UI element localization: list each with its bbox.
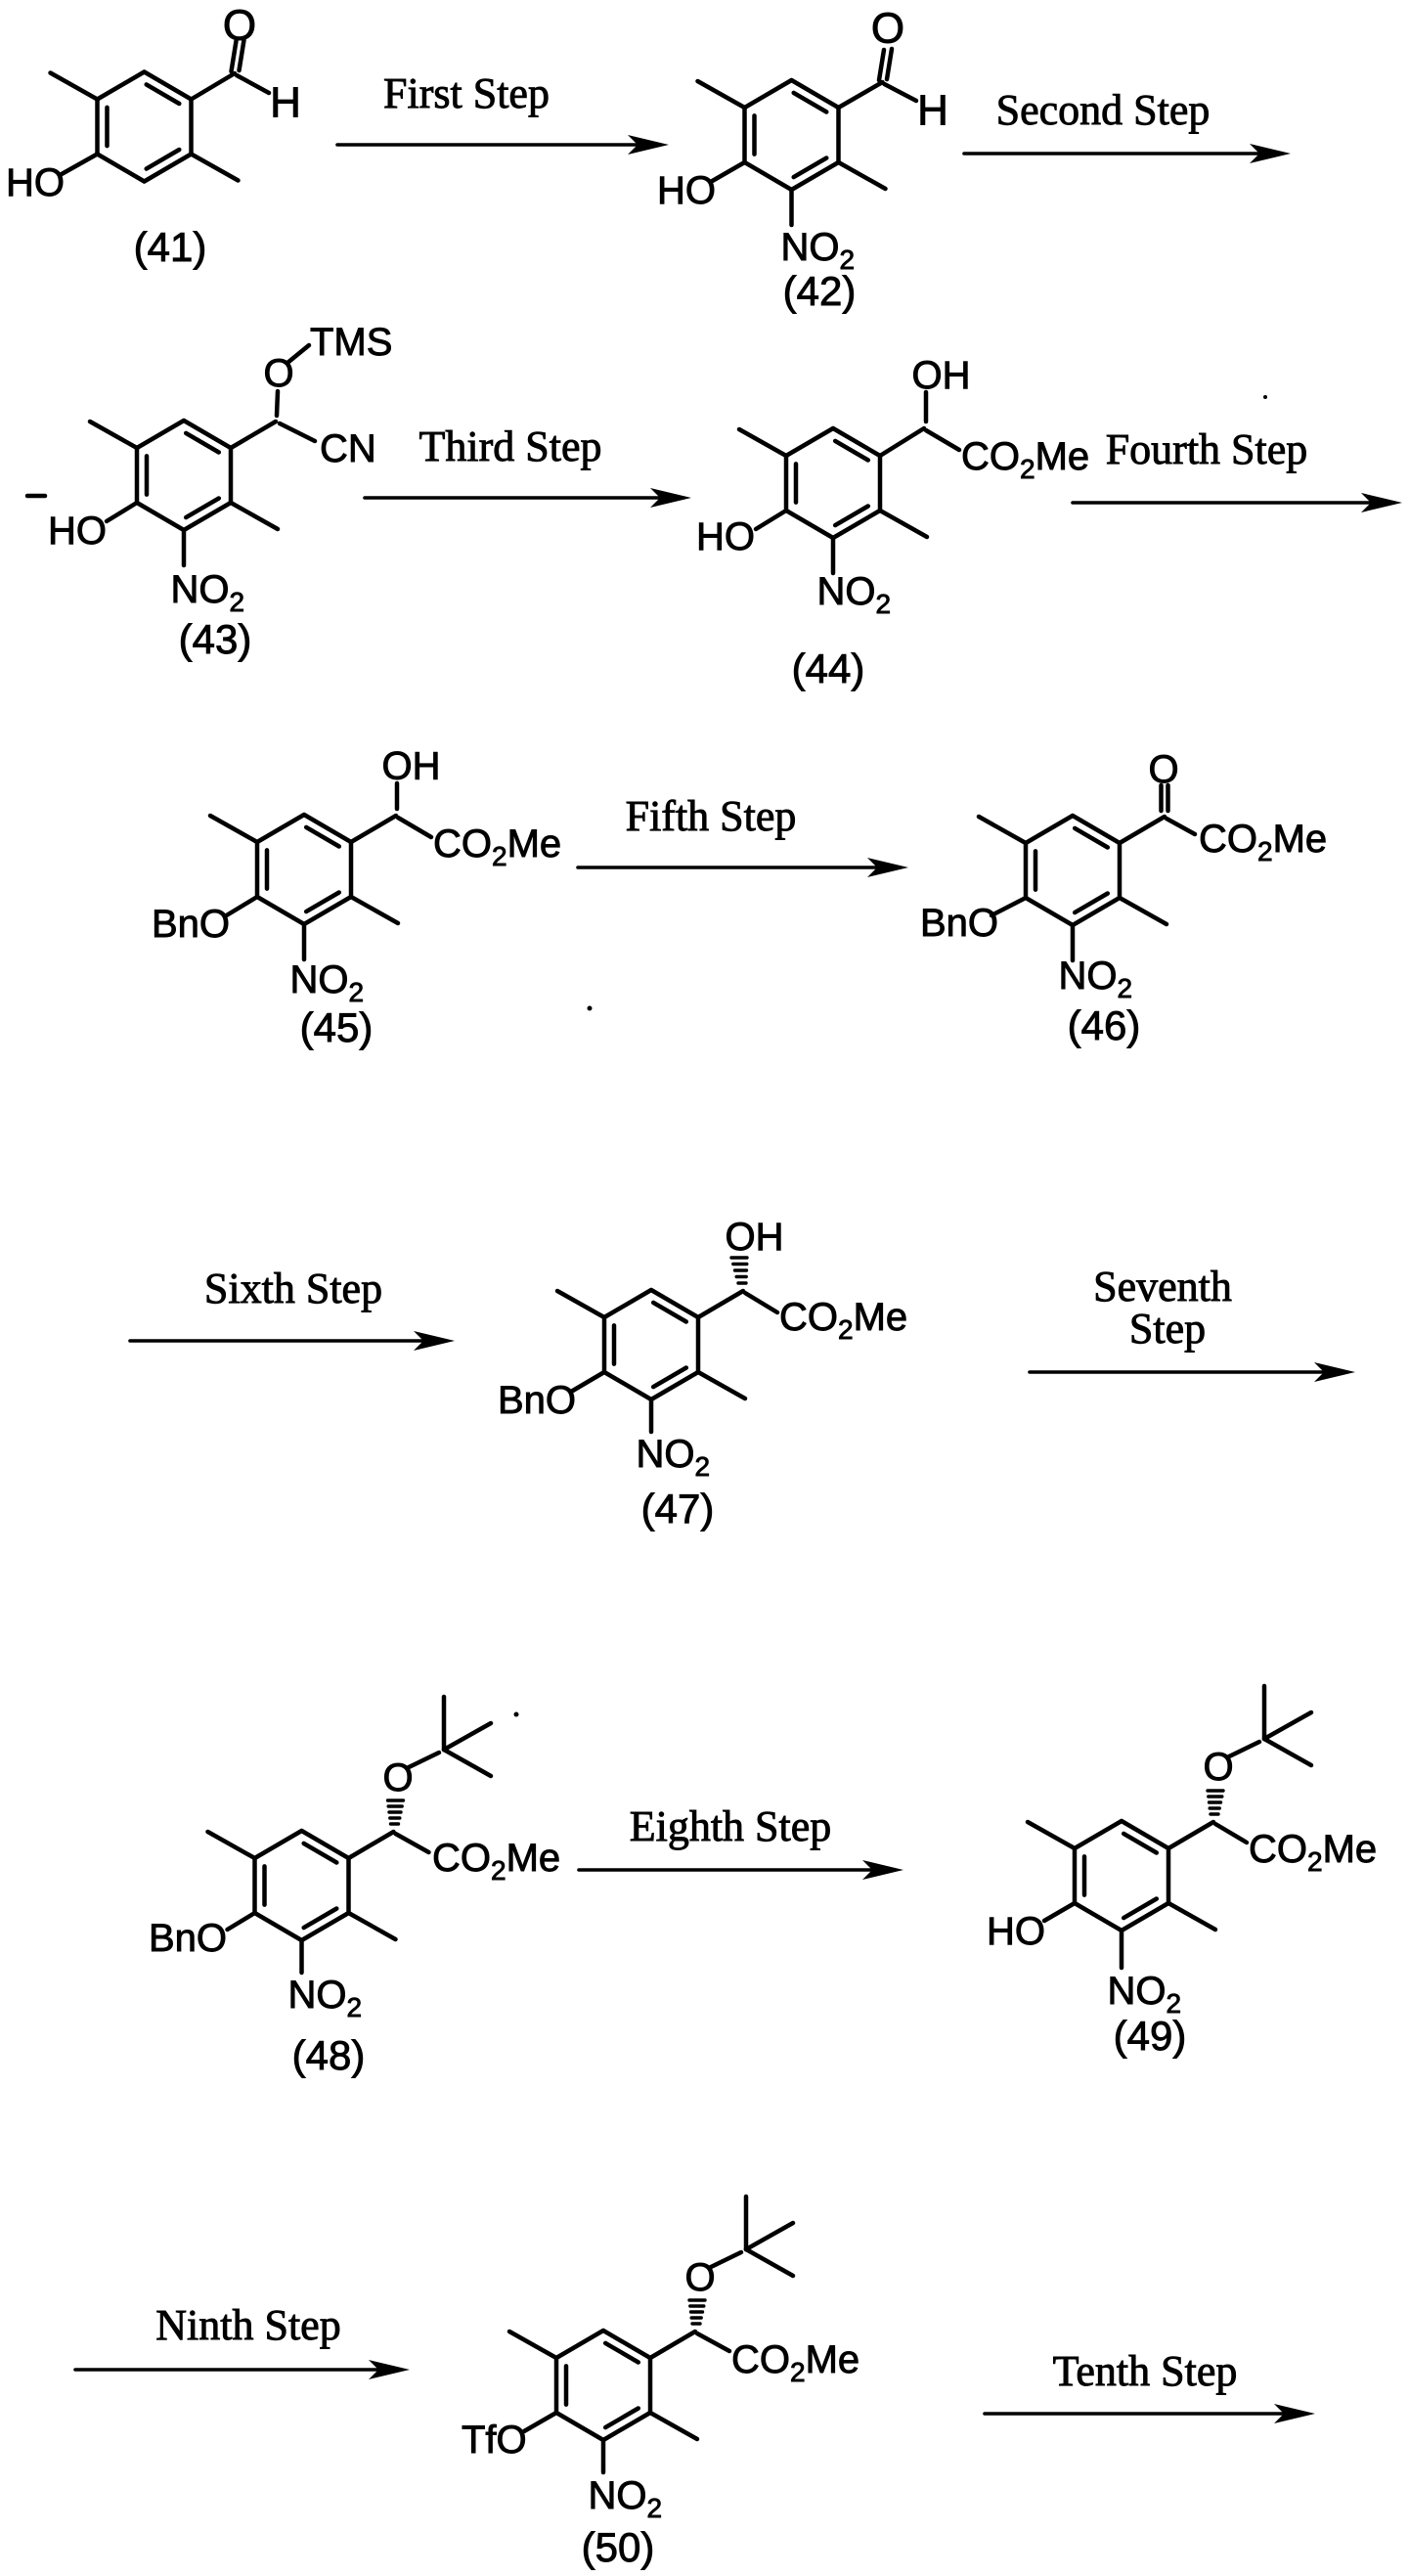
- svg-text:Seventh: Seventh: [1093, 1263, 1232, 1310]
- svg-text:(47): (47): [641, 1486, 715, 1532]
- svg-text:NO2: NO2: [637, 1433, 711, 1482]
- svg-text:H: H: [917, 87, 948, 135]
- svg-text:NO2: NO2: [290, 958, 365, 1007]
- svg-text:TMS: TMS: [310, 321, 392, 364]
- svg-text:CO2Me: CO2Me: [1199, 818, 1327, 866]
- svg-text:NO2: NO2: [589, 2474, 663, 2523]
- svg-text:Fourth Step: Fourth Step: [1106, 425, 1308, 473]
- svg-text:(49): (49): [1114, 2013, 1187, 2059]
- svg-text:OH: OH: [912, 354, 971, 397]
- svg-text:OH: OH: [726, 1216, 784, 1259]
- svg-text:(50): (50): [582, 2524, 655, 2570]
- svg-text:O: O: [1148, 748, 1178, 791]
- svg-text:CO2Me: CO2Me: [1249, 1828, 1377, 1877]
- svg-text:HO: HO: [6, 161, 65, 204]
- svg-text:O: O: [871, 5, 904, 53]
- svg-text:CO2Me: CO2Me: [432, 1837, 560, 1886]
- svg-text:O: O: [382, 1756, 413, 1799]
- svg-text:Eighth Step: Eighth Step: [630, 1802, 832, 1850]
- svg-text:CO2Me: CO2Me: [433, 822, 561, 871]
- svg-text:HO: HO: [696, 515, 755, 558]
- svg-text:HO: HO: [657, 169, 716, 212]
- svg-text:CO2Me: CO2Me: [961, 435, 1089, 484]
- svg-text:OH: OH: [382, 745, 441, 788]
- svg-text:BnO: BnO: [920, 902, 998, 945]
- svg-text:(48): (48): [292, 2032, 366, 2078]
- svg-text:BnO: BnO: [152, 903, 230, 946]
- svg-text:CO2Me: CO2Me: [779, 1296, 907, 1345]
- svg-text:Fifth Step: Fifth Step: [626, 792, 797, 840]
- svg-text:(45): (45): [300, 1004, 374, 1050]
- svg-text:CN: CN: [320, 427, 376, 470]
- svg-text:BnO: BnO: [149, 1917, 227, 1960]
- svg-text:Tenth Step: Tenth Step: [1053, 2347, 1238, 2395]
- svg-text:(43): (43): [179, 616, 252, 662]
- svg-text:NO2: NO2: [171, 568, 245, 617]
- svg-text:NO2: NO2: [288, 1974, 363, 2022]
- svg-text:NO2: NO2: [1059, 955, 1133, 1003]
- svg-text:TfO: TfO: [462, 2419, 527, 2462]
- svg-text:NO2: NO2: [817, 570, 892, 619]
- svg-text:Third Step: Third Step: [419, 422, 602, 470]
- svg-text:HO: HO: [987, 1910, 1045, 1953]
- svg-text:HO: HO: [48, 510, 107, 553]
- svg-text:Step: Step: [1129, 1305, 1206, 1353]
- svg-text:(41): (41): [134, 224, 207, 270]
- svg-text:O: O: [1203, 1746, 1233, 1789]
- svg-text:H: H: [270, 79, 301, 127]
- svg-text:Ninth Step: Ninth Step: [155, 2301, 340, 2349]
- svg-text:First Step: First Step: [383, 69, 550, 117]
- svg-text:CO2Me: CO2Me: [731, 2338, 859, 2387]
- svg-text:(44): (44): [792, 645, 865, 691]
- svg-text:BnO: BnO: [498, 1379, 576, 1422]
- svg-text:(42): (42): [783, 268, 857, 314]
- svg-text:(46): (46): [1068, 1002, 1141, 1048]
- svg-text:Second Step: Second Step: [996, 86, 1211, 134]
- svg-text:Sixth Step: Sixth Step: [204, 1265, 382, 1312]
- svg-text:NO2: NO2: [1108, 1970, 1182, 2019]
- svg-text:O: O: [223, 2, 256, 50]
- svg-text:O: O: [684, 2256, 715, 2299]
